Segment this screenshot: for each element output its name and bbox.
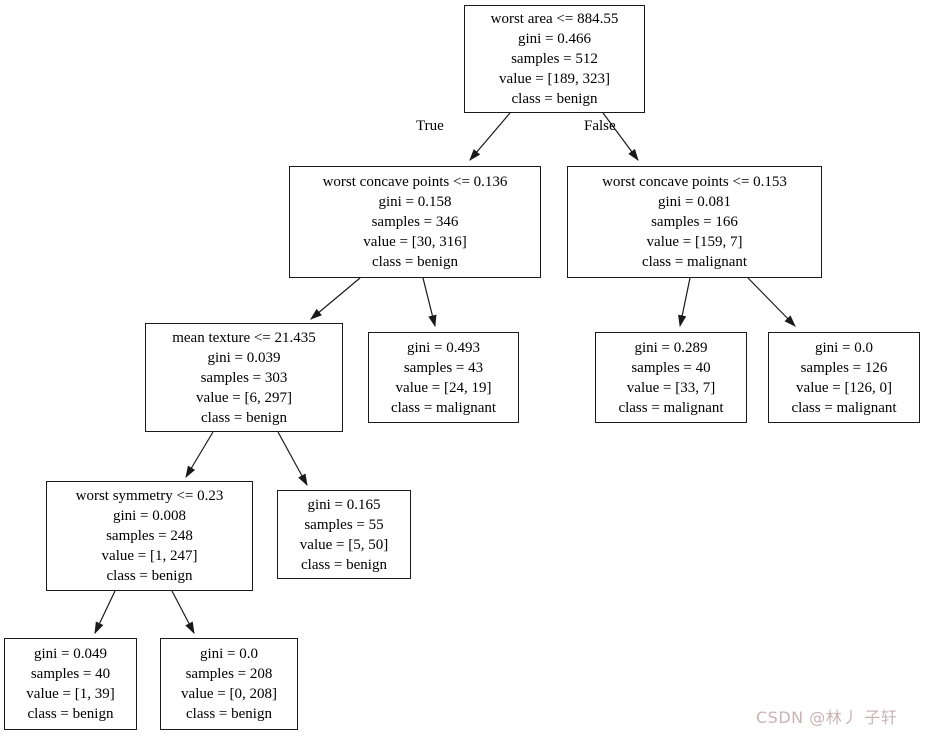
node-value: value = [0, 208]: [181, 686, 277, 702]
node-split-rule: worst symmetry <= 0.23: [75, 488, 224, 504]
tree-node-L: worst concave points <= 0.136 gini = 0.1…: [289, 166, 541, 278]
node-class: class = malignant: [618, 399, 724, 416]
node-class: class = benign: [186, 706, 272, 722]
tree-node-LLLL: gini = 0.049 samples = 40 value = [1, 39…: [4, 638, 137, 730]
node-samples: samples = 40: [30, 666, 111, 682]
false-branch-label: False: [584, 118, 616, 134]
node-samples: samples = 43: [403, 359, 484, 376]
node-samples: samples = 208: [185, 666, 273, 682]
edge-L-right: [422, 277, 437, 328]
node-gini: gini = 0.0: [199, 646, 259, 662]
tree-node-R: worst concave points <= 0.153 gini = 0.0…: [567, 166, 822, 278]
node-gini: gini = 0.039: [207, 349, 281, 366]
node-class: class = benign: [301, 556, 387, 573]
edge-LL-right: [277, 431, 308, 487]
node-value: value = [1, 247]: [101, 548, 198, 564]
node-gini: gini = 0.0: [814, 339, 874, 356]
edge-L-left: [310, 277, 361, 320]
node-gini: gini = 0.165: [307, 496, 381, 513]
edge-root-false: [602, 112, 639, 161]
tree-node-LL: mean texture <= 21.435 gini = 0.039 samp…: [145, 323, 343, 432]
node-samples: samples = 55: [304, 516, 384, 533]
node-gini: gini = 0.081: [657, 194, 732, 210]
edge-LL-left: [185, 431, 214, 479]
true-branch-label: True: [416, 118, 444, 134]
node-value: value = [126, 0]: [796, 379, 892, 396]
edge-LLL-left: [94, 590, 116, 635]
node-class: class = malignant: [641, 254, 748, 270]
tree-node-LLLR: gini = 0.0 samples = 208 value = [0, 208…: [160, 638, 298, 730]
node-split-rule: worst concave points <= 0.153: [602, 174, 787, 190]
node-gini: gini = 0.008: [112, 508, 187, 524]
edge-R-left: [678, 277, 691, 328]
node-class: class = malignant: [791, 399, 897, 416]
node-split-rule: worst area <= 884.55: [490, 11, 619, 27]
tree-node-root: worst area <= 884.55 gini = 0.466 sample…: [464, 5, 645, 113]
node-gini: gini = 0.493: [406, 339, 481, 356]
node-class: class = benign: [201, 409, 287, 426]
node-value: value = [30, 316]: [363, 234, 467, 250]
node-samples: samples = 248: [106, 528, 193, 544]
node-value: value = [6, 297]: [196, 389, 292, 406]
node-gini: gini = 0.049: [33, 646, 108, 662]
node-samples: samples = 126: [800, 359, 888, 376]
edge-LLL-right: [171, 590, 195, 635]
node-samples: samples = 512: [511, 51, 598, 67]
csdn-watermark: CSDN @林丿 子轩: [756, 708, 898, 727]
tree-node-LR: gini = 0.493 samples = 43 value = [24, 1…: [368, 332, 519, 423]
node-class: class = benign: [106, 568, 193, 584]
node-class: class = malignant: [390, 399, 497, 416]
node-gini: gini = 0.466: [517, 31, 592, 47]
node-value: value = [1, 39]: [26, 686, 115, 702]
node-value: value = [5, 50]: [299, 536, 389, 553]
tree-node-RL: gini = 0.289 samples = 40 value = [33, 7…: [595, 332, 747, 423]
node-value: value = [159, 7]: [646, 234, 743, 250]
node-split-rule: mean texture <= 21.435: [172, 329, 316, 346]
node-gini: gini = 0.158: [378, 194, 452, 210]
node-class: class = benign: [27, 706, 114, 722]
edge-root-true: [469, 112, 511, 161]
node-class: class = benign: [511, 91, 598, 107]
node-class: class = benign: [372, 254, 458, 270]
edge-R-right: [747, 277, 796, 327]
tree-node-LLL: worst symmetry <= 0.23 gini = 0.008 samp…: [46, 481, 253, 591]
tree-node-LLR: gini = 0.165 samples = 55 value = [5, 50…: [277, 490, 411, 579]
node-gini: gini = 0.289: [634, 339, 708, 356]
node-samples: samples = 303: [200, 369, 288, 386]
node-samples: samples = 40: [631, 359, 711, 376]
node-value: value = [189, 323]: [499, 71, 610, 87]
node-samples: samples = 166: [651, 214, 738, 230]
node-samples: samples = 346: [371, 214, 459, 230]
node-split-rule: worst concave points <= 0.136: [322, 174, 508, 190]
node-value: value = [24, 19]: [395, 379, 492, 396]
tree-node-RR: gini = 0.0 samples = 126 value = [126, 0…: [768, 332, 920, 423]
node-value: value = [33, 7]: [626, 379, 716, 396]
